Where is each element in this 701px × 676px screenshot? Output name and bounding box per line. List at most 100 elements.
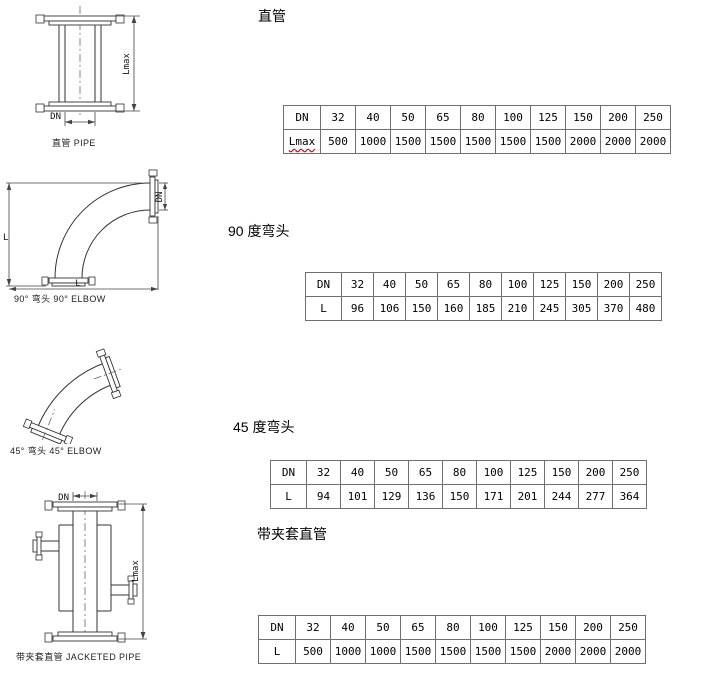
value-cell: 80	[460, 105, 496, 130]
lmax-dimension: Lmax	[119, 503, 147, 640]
value-cell: 480	[629, 296, 662, 321]
value-cell: 32	[306, 460, 341, 485]
value-cell: 171	[476, 484, 511, 509]
value-cell: 96	[341, 296, 374, 321]
l-horizontal-label: L	[75, 279, 80, 289]
value-cell: 244	[544, 484, 579, 509]
value-cell: 200	[578, 460, 613, 485]
l-vertical-dimension: L	[3, 182, 142, 287]
value-cell: 1500	[495, 129, 531, 154]
value-cell: 305	[565, 296, 598, 321]
top-flange	[44, 500, 126, 512]
dn-label: DN	[58, 493, 69, 503]
section-title-straight-pipe: 直管	[258, 8, 286, 24]
value-cell: 65	[400, 615, 436, 640]
value-cell: 150	[544, 460, 579, 485]
value-cell: 40	[373, 272, 406, 297]
value-cell: 370	[597, 296, 630, 321]
row-header-cell: L	[305, 296, 342, 321]
jacketed-pipe-caption: 带夹套直管 JACKETED PIPE	[16, 652, 142, 662]
value-cell: 2000	[565, 129, 601, 154]
value-cell: 65	[408, 460, 443, 485]
row-header-cell: L	[270, 484, 307, 509]
value-cell: 65	[425, 105, 461, 130]
elbow-45-caption: 45° 弯头 45° ELBOW	[10, 446, 102, 456]
value-cell: 1500	[400, 639, 436, 664]
value-cell: 80	[469, 272, 502, 297]
value-cell: 150	[540, 615, 576, 640]
value-cell: 40	[355, 105, 391, 130]
right-flange	[148, 169, 159, 224]
left-flange	[22, 418, 74, 444]
top-flange	[35, 14, 125, 26]
pipe-body	[58, 25, 102, 102]
value-cell: 136	[408, 484, 443, 509]
value-cell: 50	[374, 460, 409, 485]
value-cell: 1000	[365, 639, 401, 664]
value-cell: 150	[442, 484, 477, 509]
value-cell: 150	[405, 296, 438, 321]
value-cell: 32	[320, 105, 356, 130]
value-cell: 1500	[470, 639, 506, 664]
value-cell: 1500	[460, 129, 496, 154]
value-cell: 201	[510, 484, 545, 509]
row-header-cell: Lmax	[283, 129, 321, 154]
value-cell: 32	[341, 272, 374, 297]
value-cell: 2000	[575, 639, 611, 664]
value-cell: 40	[340, 460, 375, 485]
value-cell: 32	[295, 615, 331, 640]
value-cell: 1500	[390, 129, 426, 154]
row-header-cell: DN	[258, 615, 296, 640]
value-cell: 200	[597, 272, 630, 297]
elbow-90-drawing: DN L L	[3, 169, 168, 292]
value-cell: 500	[320, 129, 356, 154]
flange-centerlines	[42, 367, 124, 441]
value-cell: 200	[575, 615, 611, 640]
jacket	[58, 524, 112, 612]
elbow-45-drawing	[22, 348, 124, 444]
value-cell: 1000	[355, 129, 391, 154]
value-cell: 150	[565, 272, 598, 297]
value-cell: 150	[565, 105, 601, 130]
dn-dimension: DN	[58, 492, 98, 503]
section-title-elbow-90: 90 度弯头	[228, 223, 290, 239]
value-cell: 1500	[505, 639, 541, 664]
bottom-flange	[35, 101, 125, 113]
value-cell: 364	[612, 484, 647, 509]
value-cell: 94	[306, 484, 341, 509]
inner-pipe	[72, 511, 98, 632]
value-cell: 50	[405, 272, 438, 297]
straight-pipe-caption: 直管 PIPE	[52, 138, 96, 148]
value-cell: 125	[530, 105, 566, 130]
row-header-cell: DN	[270, 460, 307, 485]
value-cell: 125	[533, 272, 566, 297]
jacketed-pipe-drawing: DN	[32, 491, 147, 643]
lmax-label: Lmax	[122, 53, 132, 75]
value-cell: 160	[437, 296, 470, 321]
left-jacket-nozzle	[32, 531, 59, 561]
l-vertical-label: L	[3, 233, 8, 243]
row-header-cell: DN	[283, 105, 321, 130]
value-cell: 50	[390, 105, 426, 130]
value-cell: 210	[501, 296, 534, 321]
value-cell: 100	[501, 272, 534, 297]
section-title-elbow-45: 45 度弯头	[233, 419, 295, 435]
dn-label: DN	[155, 192, 165, 203]
value-cell: 277	[578, 484, 613, 509]
value-cell: 125	[505, 615, 541, 640]
value-cell: 106	[373, 296, 406, 321]
value-cell: 1000	[330, 639, 366, 664]
lmax-label: Lmax	[131, 560, 141, 582]
lmax-dimension: Lmax	[113, 15, 140, 112]
